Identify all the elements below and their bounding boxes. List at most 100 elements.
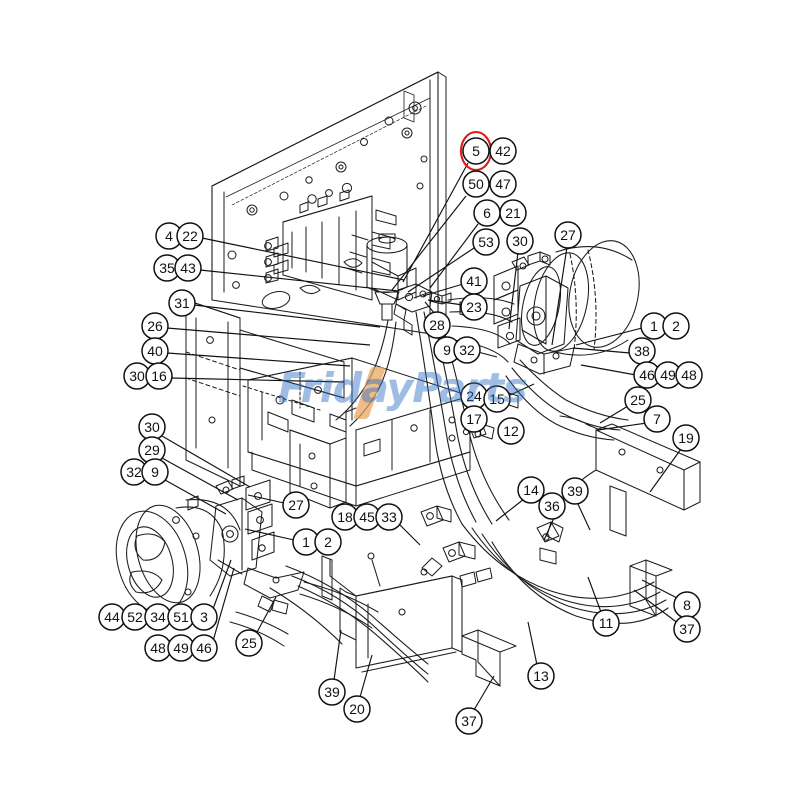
callout-5[interactable]: 5 — [459, 130, 493, 172]
callout-bubble[interactable] — [318, 678, 346, 706]
callout-27[interactable]: 27 — [554, 221, 582, 249]
callout-bubble[interactable] — [460, 405, 488, 433]
callout-8[interactable]: 8 — [673, 591, 701, 619]
callout-bubble[interactable] — [554, 221, 582, 249]
callout-bubble[interactable] — [282, 491, 310, 519]
callout-15[interactable]: 15 — [483, 385, 511, 413]
callout-22[interactable]: 22 — [176, 222, 204, 250]
callout-16[interactable]: 16 — [145, 362, 173, 390]
callout-49[interactable]: 49 — [167, 634, 195, 662]
callout-bubble[interactable] — [314, 528, 342, 556]
callout-bubble[interactable] — [538, 492, 566, 520]
callout-bubble[interactable] — [472, 228, 500, 256]
callout-bubble[interactable] — [343, 695, 371, 723]
callout-bubble[interactable] — [675, 361, 703, 389]
callout-bubble[interactable] — [455, 707, 483, 735]
callout-6[interactable]: 6 — [473, 199, 501, 227]
callout-21[interactable]: 21 — [499, 199, 527, 227]
callout-31[interactable]: 31 — [168, 289, 196, 317]
callout-32[interactable]: 32 — [453, 336, 481, 364]
callout-20[interactable]: 20 — [343, 695, 371, 723]
callout-25[interactable]: 25 — [235, 629, 263, 657]
callout-17[interactable]: 17 — [460, 405, 488, 433]
callout-30[interactable]: 30 — [138, 413, 166, 441]
callout-44[interactable]: 44 — [98, 603, 126, 631]
callout-24[interactable]: 24 — [460, 382, 488, 410]
callout-28[interactable]: 28 — [423, 311, 451, 339]
callout-36[interactable]: 36 — [538, 492, 566, 520]
callout-bubble[interactable] — [462, 137, 490, 165]
callout-bubble[interactable] — [375, 503, 403, 531]
callout-40[interactable]: 40 — [141, 337, 169, 365]
callout-bubble[interactable] — [423, 311, 451, 339]
callout-bubble[interactable] — [460, 293, 488, 321]
callout-bubble[interactable] — [141, 458, 169, 486]
leader-line-30 — [508, 251, 519, 330]
callout-49[interactable]: 49 — [654, 361, 682, 389]
callout-48[interactable]: 48 — [144, 634, 172, 662]
callout-3[interactable]: 3 — [190, 603, 218, 631]
callout-39[interactable]: 39 — [318, 678, 346, 706]
callout-bubble[interactable] — [561, 477, 589, 505]
callout-bubble[interactable] — [174, 254, 202, 282]
callout-47[interactable]: 47 — [489, 170, 517, 198]
callout-35[interactable]: 35 — [153, 254, 181, 282]
callout-50[interactable]: 50 — [462, 170, 490, 198]
callout-bubble[interactable] — [497, 417, 525, 445]
callout-25[interactable]: 25 — [624, 386, 652, 414]
callout-bubble[interactable] — [643, 405, 671, 433]
callout-37[interactable]: 37 — [455, 707, 483, 735]
callout-bubble[interactable] — [489, 170, 517, 198]
callout-42[interactable]: 42 — [489, 137, 517, 165]
callout-19[interactable]: 19 — [672, 424, 700, 452]
callout-bubble[interactable] — [145, 362, 173, 390]
callout-bubble[interactable] — [462, 170, 490, 198]
callout-bubble[interactable] — [190, 603, 218, 631]
callout-43[interactable]: 43 — [174, 254, 202, 282]
callout-bubble[interactable] — [499, 199, 527, 227]
callout-30[interactable]: 30 — [123, 362, 151, 390]
callout-53[interactable]: 53 — [472, 228, 500, 256]
callout-bubble[interactable] — [527, 662, 555, 690]
callout-bubble[interactable] — [662, 312, 690, 340]
callout-bubble[interactable] — [235, 629, 263, 657]
callout-51[interactable]: 51 — [167, 603, 195, 631]
callout-2[interactable]: 2 — [662, 312, 690, 340]
callout-41[interactable]: 41 — [460, 267, 488, 295]
callout-bubble[interactable] — [453, 336, 481, 364]
callout-18[interactable]: 18 — [331, 503, 359, 531]
callout-bubble[interactable] — [489, 137, 517, 165]
callout-52[interactable]: 52 — [121, 603, 149, 631]
callout-bubble[interactable] — [673, 615, 701, 643]
callout-bubble[interactable] — [176, 222, 204, 250]
callout-46[interactable]: 46 — [190, 634, 218, 662]
callout-bubble[interactable] — [592, 609, 620, 637]
callout-39[interactable]: 39 — [561, 477, 589, 505]
callout-13[interactable]: 13 — [527, 662, 555, 690]
callout-34[interactable]: 34 — [144, 603, 172, 631]
callout-bubble[interactable] — [672, 424, 700, 452]
callout-label: 23 — [466, 299, 482, 315]
callout-37[interactable]: 37 — [673, 615, 701, 643]
callout-1[interactable]: 1 — [640, 312, 668, 340]
callout-bubble[interactable] — [624, 386, 652, 414]
callout-26[interactable]: 26 — [141, 312, 169, 340]
callout-label: 38 — [634, 343, 650, 359]
callout-bubble[interactable] — [483, 385, 511, 413]
callout-bubble[interactable] — [168, 289, 196, 317]
callout-30[interactable]: 30 — [506, 227, 534, 255]
callout-27[interactable]: 27 — [282, 491, 310, 519]
callout-9[interactable]: 9 — [141, 458, 169, 486]
callout-14[interactable]: 14 — [517, 476, 545, 504]
callout-12[interactable]: 12 — [497, 417, 525, 445]
callout-38[interactable]: 38 — [628, 337, 656, 365]
callout-33[interactable]: 33 — [375, 503, 403, 531]
callout-48[interactable]: 48 — [675, 361, 703, 389]
callout-11[interactable]: 11 — [592, 609, 620, 637]
callout-bubble[interactable] — [517, 476, 545, 504]
callout-bubble[interactable] — [190, 634, 218, 662]
callout-2[interactable]: 2 — [314, 528, 342, 556]
callout-7[interactable]: 7 — [643, 405, 671, 433]
callout-bubble[interactable] — [506, 227, 534, 255]
callout-23[interactable]: 23 — [460, 293, 488, 321]
